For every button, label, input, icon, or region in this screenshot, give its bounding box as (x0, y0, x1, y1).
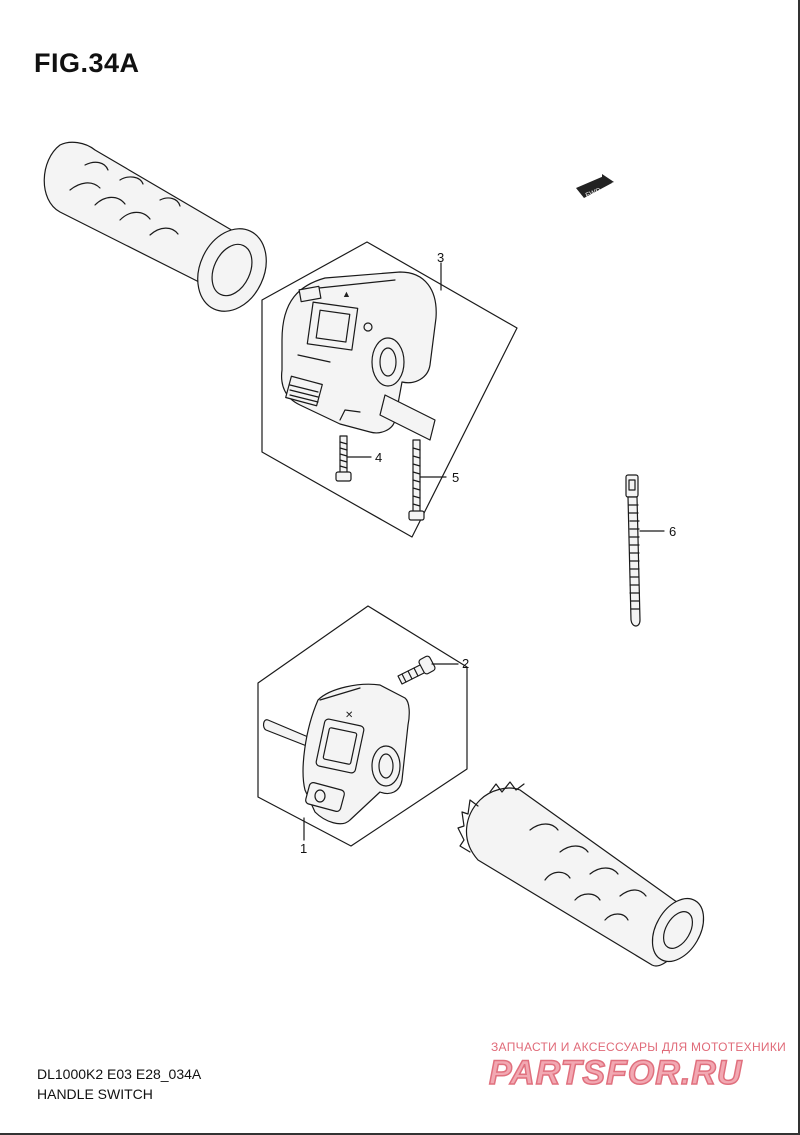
cable-tie-part-6[interactable] (625, 474, 641, 627)
watermark-subtitle: ЗАПЧАСТИ И АКСЕССУАРЫ ДЛЯ МОТОТЕХНИКИ (491, 1040, 787, 1054)
right-handle-switch-assembly[interactable]: ▲ (280, 271, 437, 441)
svg-text:✕: ✕ (345, 710, 353, 721)
callout-5: 5 (452, 470, 459, 485)
callout-4: 4 (375, 450, 382, 465)
screw-part-2[interactable] (397, 655, 436, 685)
watermark-brand[interactable]: PARTSFOR.RU (488, 1053, 743, 1093)
throttle-grip[interactable] (457, 781, 714, 970)
callout-1: 1 (300, 841, 307, 856)
callout-leaders (303, 262, 665, 841)
diagram-name: HANDLE SWITCH (37, 1086, 153, 1102)
left-handlebar-grip[interactable] (43, 141, 279, 322)
fwd-direction-badge: FWD (576, 174, 614, 200)
callout-2: 2 (462, 656, 469, 671)
assembly-frame-upper (261, 241, 518, 538)
diagram-code: DL1000K2 E03 E28_034A (37, 1066, 202, 1082)
screw-part-5[interactable] (408, 439, 425, 521)
screw-part-4[interactable] (335, 435, 352, 482)
callout-3: 3 (437, 250, 444, 265)
svg-text:▲: ▲ (342, 289, 351, 299)
figure-title: FIG.34A (34, 48, 140, 78)
left-handle-switch-assembly[interactable]: ✕ (262, 683, 410, 825)
assembly-frame-lower (257, 605, 468, 847)
callout-6: 6 (669, 524, 676, 539)
